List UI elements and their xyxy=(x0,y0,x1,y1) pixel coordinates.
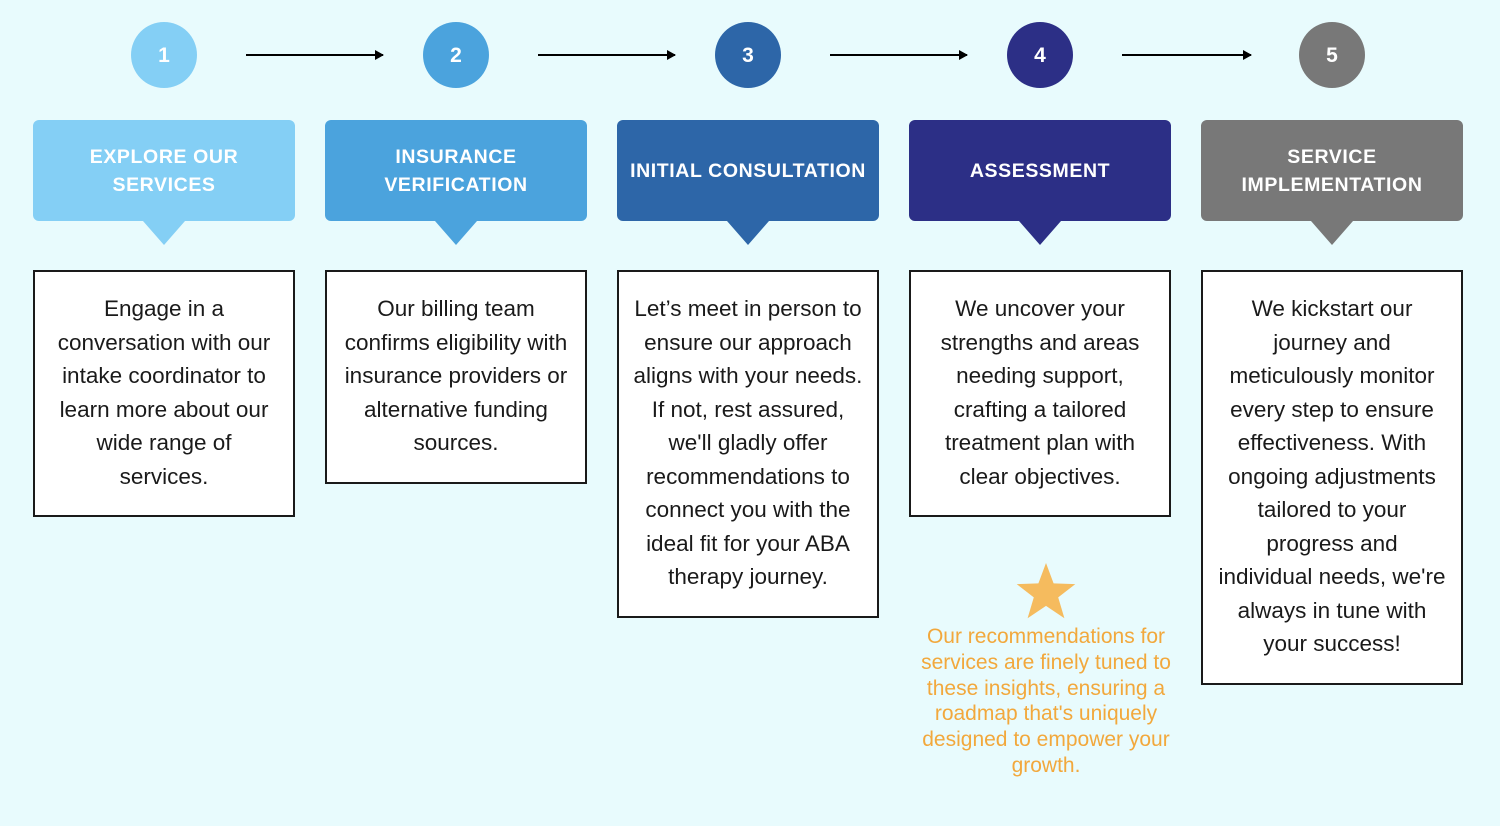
step-description-text: Engage in a conversation with our intake… xyxy=(57,296,271,489)
step-banner-2: INSURANCE VERIFICATION xyxy=(325,120,587,245)
arrow-head-icon xyxy=(375,50,384,60)
step-circle-4[interactable]: 4 xyxy=(1007,22,1073,88)
banner-tail xyxy=(435,221,477,245)
arrow-shaft xyxy=(246,54,383,56)
step-column-3: INITIAL CONSULTATION Let’s meet in perso… xyxy=(617,120,879,618)
step-description-2: Our billing team confirms eligibility wi… xyxy=(325,270,587,484)
step-banner-3: INITIAL CONSULTATION xyxy=(617,120,879,245)
step-description-4: We uncover your strengths and areas need… xyxy=(909,270,1171,517)
step-column-1: EXPLORE OUR SERVICES Engage in a convers… xyxy=(33,120,295,517)
step-title-label: INSURANCE VERIFICATION xyxy=(384,145,528,196)
step-column-2: INSURANCE VERIFICATION Our billing team … xyxy=(325,120,587,484)
step-description-5: We kickstart our journey and meticulousl… xyxy=(1201,270,1463,685)
step-number-label: 3 xyxy=(742,43,754,67)
step-banner-5: SERVICE IMPLEMENTATION xyxy=(1201,120,1463,245)
arrow-2-to-3 xyxy=(538,50,676,60)
assessment-callout-note: Our recommendations for services are fin… xyxy=(903,552,1189,779)
arrow-3-to-4 xyxy=(830,50,968,60)
step-title-label: INITIAL CONSULTATION xyxy=(630,159,866,182)
step-description-1: Engage in a conversation with our intake… xyxy=(33,270,295,517)
arrow-4-to-5 xyxy=(1122,50,1252,60)
arrow-head-icon xyxy=(667,50,676,60)
step-number-label: 5 xyxy=(1326,43,1338,67)
step-number-label: 2 xyxy=(450,43,462,67)
step-circle-1[interactable]: 1 xyxy=(131,22,197,88)
step-circle-5[interactable]: 5 xyxy=(1299,22,1365,88)
banner-tail xyxy=(727,221,769,245)
step-description-text: Our billing team confirms eligibility wi… xyxy=(344,296,568,455)
step-description-text: We kickstart our journey and meticulousl… xyxy=(1218,296,1446,656)
banner-tail xyxy=(1311,221,1353,245)
step-title-label: ASSESSMENT xyxy=(969,159,1111,182)
banner-tail xyxy=(1019,221,1061,245)
banner-tail xyxy=(143,221,185,245)
step-banner-4: ASSESSMENT xyxy=(909,120,1171,245)
arrow-shaft xyxy=(1122,54,1251,56)
star-icon xyxy=(1016,563,1076,619)
step-title-label: EXPLORE OUR SERVICES xyxy=(89,145,239,196)
arrow-head-icon xyxy=(959,50,968,60)
step-column-5: SERVICE IMPLEMENTATION We kickstart our … xyxy=(1201,120,1463,685)
step-description-3: Let’s meet in person to ensure our appro… xyxy=(617,270,879,618)
step-circle-2[interactable]: 2 xyxy=(423,22,489,88)
step-number-label: 1 xyxy=(158,43,170,67)
arrow-head-icon xyxy=(1243,50,1252,60)
step-number-row: 1 2 3 4 5 xyxy=(0,22,1500,88)
step-banner-1: EXPLORE OUR SERVICES xyxy=(33,120,295,245)
arrow-1-to-2 xyxy=(246,50,384,60)
step-title-label: SERVICE IMPLEMENTATION xyxy=(1241,145,1423,196)
step-circle-3[interactable]: 3 xyxy=(715,22,781,88)
step-description-text: Let’s meet in person to ensure our appro… xyxy=(633,296,863,589)
arrow-shaft xyxy=(538,54,675,56)
note-text: Our recommendations for services are fin… xyxy=(921,625,1171,777)
step-column-4: ASSESSMENT We uncover your strengths and… xyxy=(909,120,1171,517)
step-number-label: 4 xyxy=(1034,43,1046,67)
step-description-text: We uncover your strengths and areas need… xyxy=(940,296,1140,489)
arrow-shaft xyxy=(830,54,967,56)
